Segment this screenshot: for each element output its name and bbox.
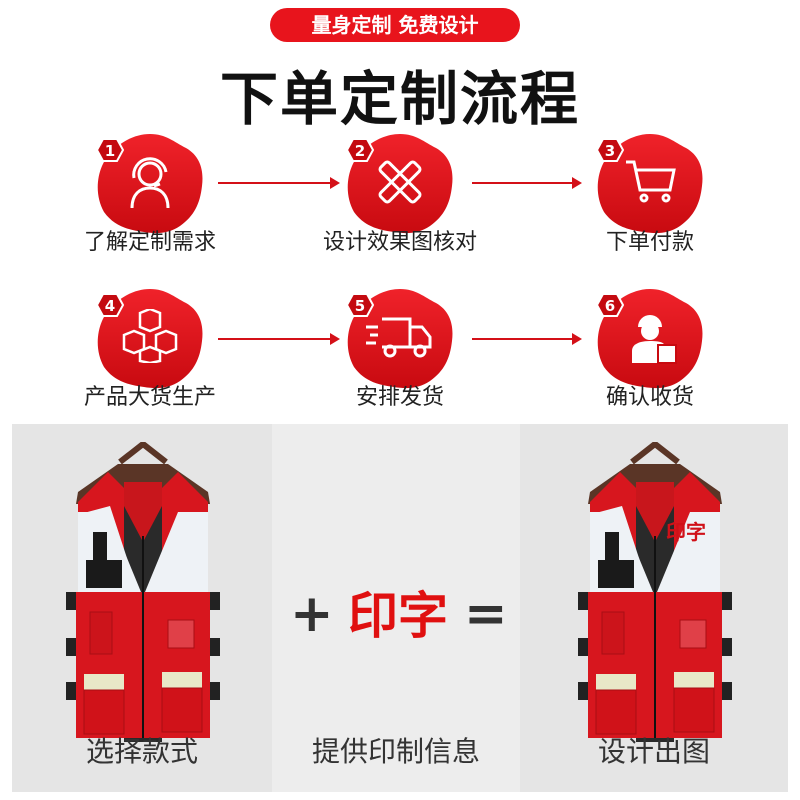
plus-sign: +	[290, 584, 334, 644]
cart-icon	[626, 160, 676, 203]
flow-arrow	[218, 177, 340, 189]
svg-text:5: 5	[355, 297, 365, 315]
flow-arrow	[472, 177, 582, 189]
headset-user-icon	[130, 157, 170, 209]
number-badge-icon: 6	[596, 293, 624, 317]
flow-arrow	[472, 333, 582, 345]
panel-label: 提供印制信息	[311, 735, 480, 768]
number-badge-icon: 5	[346, 293, 374, 317]
vest-print-text: 印字	[666, 520, 706, 544]
step-label: 了解定制需求	[83, 230, 216, 255]
delivery-truck-icon	[366, 317, 432, 358]
number-badge-icon: 3	[596, 138, 624, 162]
courier-icon	[632, 315, 677, 364]
panel-label: 选择款式	[85, 735, 198, 768]
number-badge-icon: 2	[346, 138, 374, 162]
svg-text:4: 4	[105, 297, 115, 315]
step-label: 确认收货	[605, 385, 694, 410]
svg-text:2: 2	[355, 142, 365, 160]
svg-text:1: 1	[105, 142, 115, 160]
svg-text:3: 3	[605, 142, 615, 160]
panel-label: 设计出图	[597, 735, 710, 768]
svg-text:6: 6	[605, 297, 615, 315]
step-label: 下单付款	[605, 230, 694, 255]
boxes-icon	[122, 309, 178, 363]
panel-choose-style: 选择款式	[12, 424, 272, 792]
print-text: 印字	[348, 587, 448, 645]
number-badge-icon: 1	[96, 138, 124, 162]
panel-provide-info: + 印字 = 提供印制信息	[272, 424, 520, 792]
step-label: 产品大货生产	[83, 385, 216, 410]
number-badge-icon: 4	[96, 293, 124, 317]
step-label: 安排发货	[355, 385, 444, 410]
flow-arrow	[218, 333, 340, 345]
equals-sign: =	[464, 584, 508, 644]
vest-image	[38, 442, 248, 742]
page-title: 下单定制流程	[219, 65, 580, 133]
panel-design-output: 印字 设计出图	[520, 424, 788, 792]
pencil-ruler-icon	[378, 160, 422, 204]
step-label: 设计效果图核对	[322, 230, 477, 255]
header-badge: 量身定制 免费设计	[270, 8, 520, 42]
vest-image	[550, 442, 760, 742]
